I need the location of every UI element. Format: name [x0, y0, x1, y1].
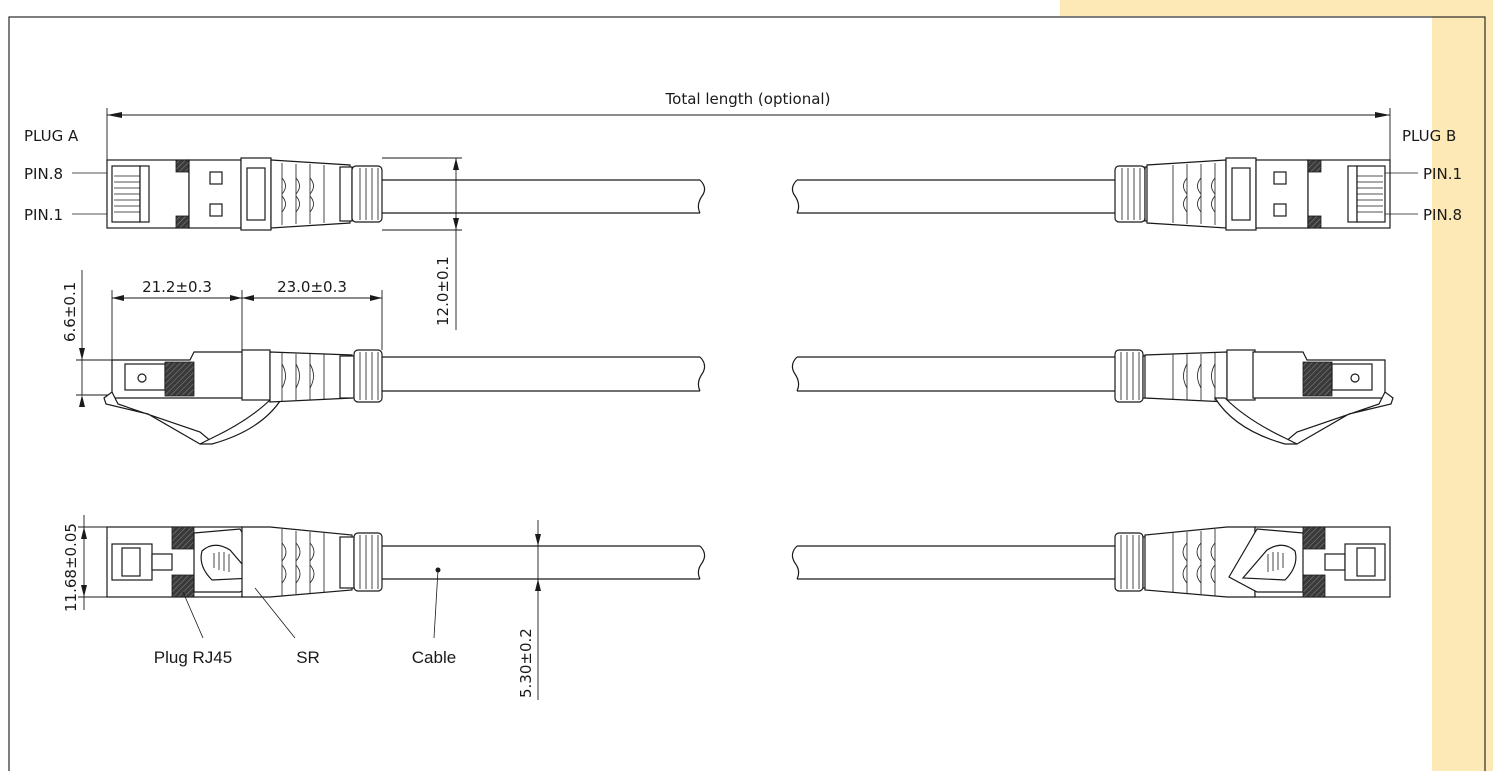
plug-a-side-view: [103, 349, 706, 445]
pin8-right-label: PIN.8: [1423, 206, 1462, 224]
total-length-dimension: Total length (optional): [106, 90, 1391, 160]
dim-21-2: 21.2±0.3: [111, 278, 243, 360]
plug-a-top-view: PIN.8 PIN.1: [24, 157, 706, 231]
dim-6-6-label: 6.6±0.1: [61, 282, 79, 342]
pin1-left-label: PIN.1: [24, 206, 63, 224]
plug-b-bottom-view: [791, 526, 1391, 598]
plug-b-label: PLUG B: [1402, 127, 1456, 145]
plug-a-bottom-view: [106, 526, 706, 598]
plug-b-top-view: PIN.1 PIN.8: [791, 157, 1462, 231]
dim-11-68: 11.68±0.05: [62, 515, 112, 612]
plug-rj45-label: Plug RJ45: [154, 648, 232, 667]
pin8-left-label: PIN.8: [24, 165, 63, 183]
dim-12-0-label: 12.0±0.1: [434, 256, 452, 326]
sr-label: SR: [296, 648, 320, 667]
total-length-label: Total length (optional): [665, 90, 831, 108]
cable-label: Cable: [412, 648, 456, 667]
pin1-right-label: PIN.1: [1423, 165, 1462, 183]
plug-b-side-view: [791, 349, 1394, 445]
dim-6-6: 6.6±0.1: [61, 270, 114, 407]
dim-21-2-label: 21.2±0.3: [142, 278, 212, 296]
dim-11-68-label: 11.68±0.05: [62, 523, 80, 612]
dim-5-30-label: 5.30±0.2: [517, 628, 535, 698]
dim-5-30: 5.30±0.2: [517, 520, 541, 700]
callout-leaders: [182, 567, 441, 639]
title-block-corner: [1432, 0, 1493, 771]
dim-12-0: 12.0±0.1: [382, 157, 462, 330]
plug-a-label: PLUG A: [24, 127, 79, 145]
drawing-frame: [8, 16, 1486, 771]
dim-23-0-label: 23.0±0.3: [277, 278, 347, 296]
dim-23-0: 23.0±0.3: [242, 278, 383, 350]
